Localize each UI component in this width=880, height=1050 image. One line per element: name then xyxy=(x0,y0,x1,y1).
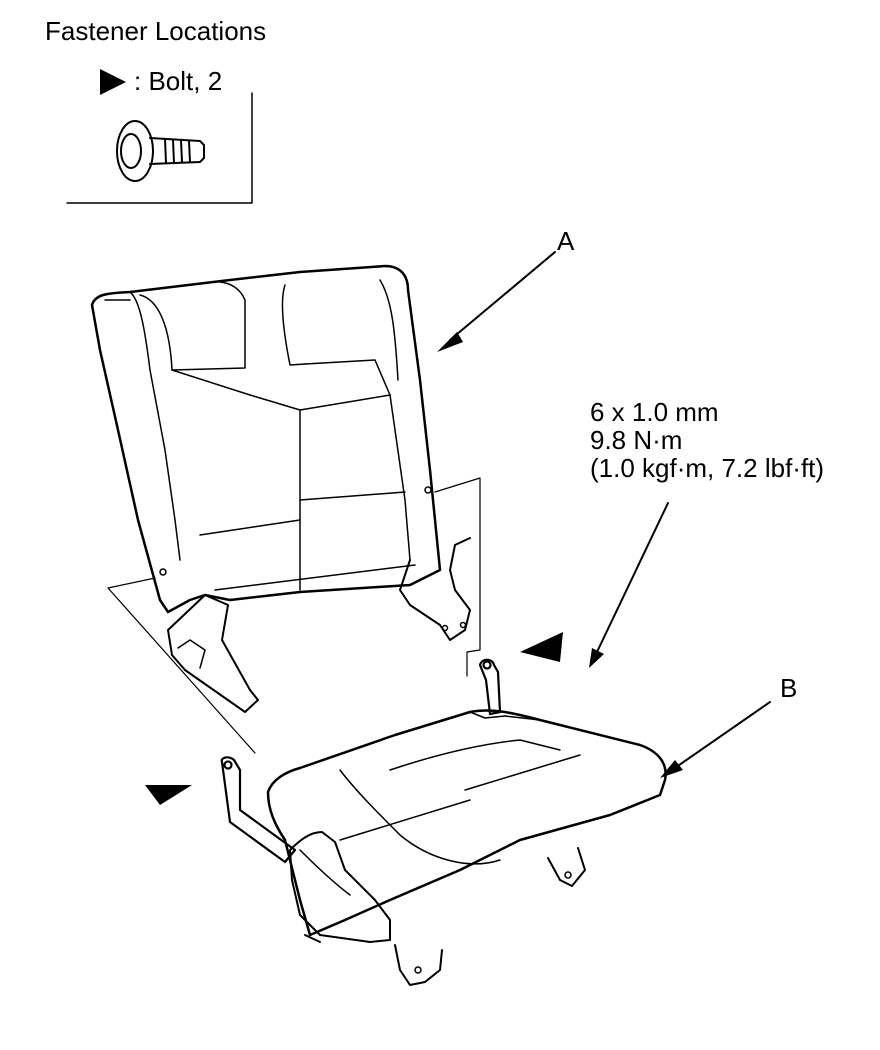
bolt-arrows xyxy=(145,632,563,805)
seat-cushion xyxy=(266,709,667,986)
legend-box xyxy=(66,92,253,204)
torque-spec-kgf: (1.0 kgf·m, 7.2 lbf·ft) xyxy=(590,453,825,483)
page-title: Fastener Locations xyxy=(45,16,267,46)
torque-spec-size: 6 x 1.0 mm xyxy=(590,397,719,427)
torque-spec: 6 x 1.0 mm 9.8 N·m (1.0 kgf·m, 7.2 lbf·f… xyxy=(590,398,824,482)
bolt-legend-text: : Bolt, 2 xyxy=(134,66,223,96)
mounting-brackets xyxy=(220,658,502,864)
bolt-arrow-left xyxy=(145,785,192,805)
torque-spec-nm: 9.8 N·m xyxy=(590,425,683,455)
callout-b-label: B xyxy=(780,673,798,703)
bolt-icon xyxy=(116,120,205,182)
bolt-arrow-right xyxy=(520,632,563,662)
bolt-arrow-icon xyxy=(100,68,126,95)
leader-lines xyxy=(437,251,771,778)
seat-back xyxy=(90,264,471,713)
detail-lines xyxy=(107,477,481,754)
bolt-legend: : Bolt, 2 xyxy=(100,66,222,97)
callout-a-label: A xyxy=(557,226,575,256)
